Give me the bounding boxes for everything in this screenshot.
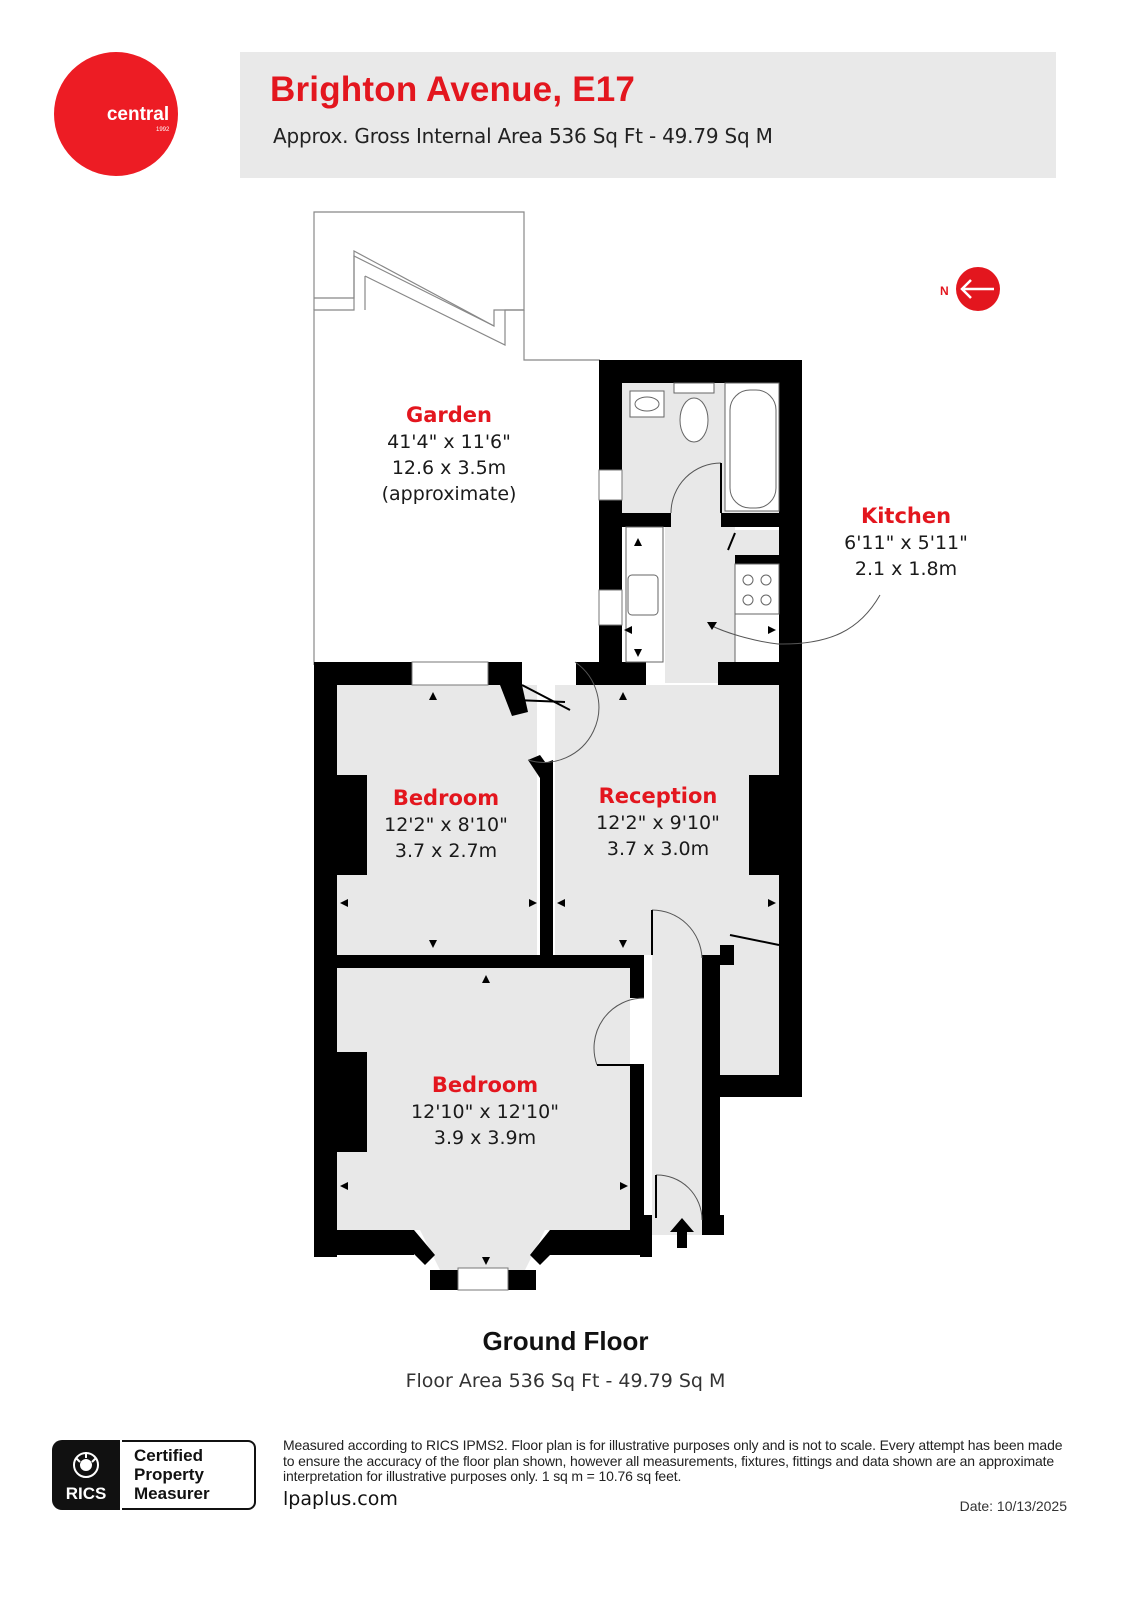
room-label-garden: Garden 41'4" x 11'6" 12.6 x 3.5m (approx… (381, 403, 517, 505)
floor-area: Floor Area 536 Sq Ft - 49.79 Sq M (405, 1370, 726, 1392)
windows (411, 469, 623, 1291)
walls (314, 360, 802, 1290)
rics-line-property: Property (134, 1465, 204, 1484)
logo-year: 1992 (156, 127, 170, 133)
plan-date: Date: 10/13/2025 (959, 1498, 1067, 1514)
rics-line-measurer: Measurer (134, 1484, 210, 1503)
garden-outline (313, 211, 600, 665)
room-label-bedroom-2: Bedroom 12'10" x 12'10" 3.9 x 3.9m (411, 1073, 559, 1149)
rics-lion-icon (73, 1452, 99, 1478)
central-logo (54, 52, 178, 176)
measurement-markers (340, 538, 776, 1265)
floor-fills (337, 383, 779, 1270)
rics-badge-label-panel: Certified Property Measurer (122, 1440, 256, 1510)
room-label-kitchen: Kitchen 6'11" x 5'11" 2.1 x 1.8m (844, 504, 968, 580)
header-band: Brighton Avenue, E17 Approx. Gross Inter… (240, 52, 1056, 178)
rics-line-certified: Certified (134, 1446, 203, 1465)
rics-badge-dark-panel: RICS (52, 1440, 120, 1510)
disclaimer-text: Measured according to RICS IPMS2. Floor … (283, 1437, 1063, 1484)
svg-text:N: N (940, 284, 949, 298)
floor-plan (313, 211, 881, 1291)
logo-text: central (106, 104, 170, 125)
door-swings (514, 462, 780, 1221)
page-title: Brighton Avenue, E17 (270, 70, 636, 109)
room-label-reception: Reception 12'2" x 9'10" 3.7 x 3.0m (596, 784, 720, 860)
kitchen-callout-line (777, 594, 881, 645)
rics-wordmark: RICS (65, 1484, 107, 1503)
website-link[interactable]: lpaplus.com (283, 1488, 398, 1510)
entrance-arrow-icon (670, 1218, 694, 1248)
floor-title: Ground Floor (482, 1326, 649, 1356)
gross-internal-area: Approx. Gross Internal Area 536 Sq Ft - … (273, 124, 773, 148)
room-label-bedroom-1: Bedroom 12'2" x 8'10" 3.7 x 2.7m (384, 786, 508, 862)
north-arrow-icon: N (938, 266, 1002, 312)
rics-badge: RICS Certified Property Measurer (52, 1440, 258, 1510)
bathroom-fixtures (625, 382, 780, 663)
